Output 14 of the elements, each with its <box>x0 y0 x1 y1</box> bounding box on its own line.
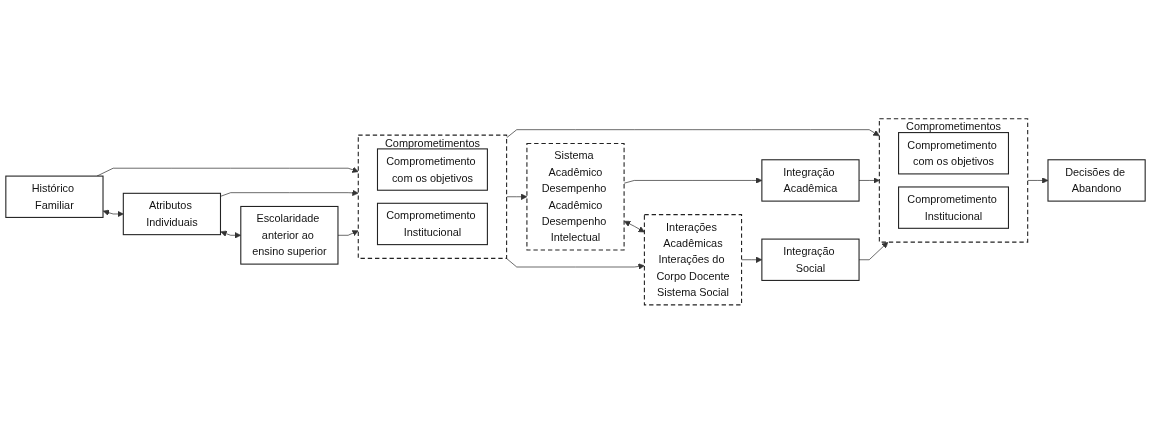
node-box: Comprometimento Institucional <box>898 186 1009 229</box>
node-box: Comprometimento Institucional <box>376 202 488 246</box>
node-box: Comprometimento com os objetivos <box>898 132 1009 175</box>
node-box: Sistema Acadêmico Desempenho Acadêmico Desempenho Intelectual <box>526 143 625 251</box>
node-box: Decisões de Abandono <box>1047 159 1146 202</box>
node-box: Histórico Familiar <box>5 175 104 219</box>
node-box: Escolaridade anterior ao ensino superior <box>240 206 339 265</box>
node-box: Comprometimento com os objetivos <box>376 148 488 191</box>
arrow <box>103 209 124 218</box>
arrow <box>624 221 645 233</box>
node-box: Integração Acadêmica <box>761 159 860 202</box>
node-box: Integração Social <box>761 238 860 282</box>
node-box: Atributos Individuais <box>122 192 222 236</box>
node-box: Interações Acadêmicas Interações do Corpo Docente Sistema Social <box>643 214 743 306</box>
